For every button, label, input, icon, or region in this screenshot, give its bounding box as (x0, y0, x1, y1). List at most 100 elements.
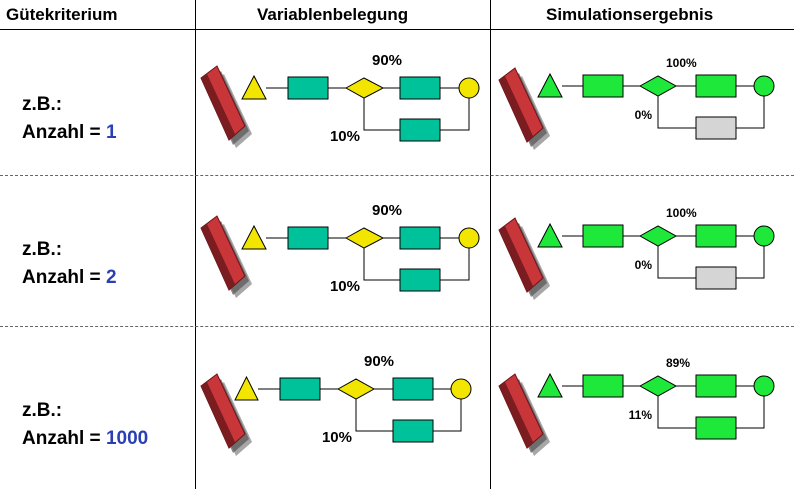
sim-3-lower-percent: 11% (629, 408, 653, 422)
sim-3-branch-connector-out (736, 396, 765, 429)
sim-2-task-1 (582, 224, 624, 248)
header-separator (0, 29, 794, 30)
var-1-sheet-edge (201, 74, 235, 140)
sim-1-task-branch (695, 116, 737, 140)
sim-3-sheet-icon (498, 373, 550, 456)
header-guetekriterium: Gütekriterium (6, 5, 118, 24)
sim-2-branch-connector-in (657, 246, 696, 279)
sim-2-branch-connector-out (736, 246, 765, 279)
row-label-2-line1: z.B.: (22, 239, 63, 260)
sim-3-sheet-face (498, 373, 544, 449)
row-label-2: z.B.: Anzahl = 2 (22, 236, 117, 292)
var-1-sheet-face (200, 65, 246, 141)
sim-2-decision-diamond (638, 225, 678, 247)
sim-1-start-triangle (537, 72, 563, 98)
row-count-1: 1 (105, 122, 117, 143)
sim-3-start-triangle (537, 372, 563, 398)
row-label-3-line1: z.B.: (22, 400, 63, 421)
var-1-start-triangle (241, 74, 267, 100)
row-label-2-prefix: Anzahl = (22, 267, 106, 288)
sim-3-end-circle (753, 375, 775, 397)
var-2-upper-percent: 90% (372, 202, 402, 219)
var-2-task-2 (399, 226, 441, 250)
sim-1-sheet-face (498, 67, 544, 143)
var-1-task-1 (287, 76, 329, 100)
var-3-lower-percent: 10% (322, 429, 352, 446)
sim-3-branch-connector-in (657, 396, 696, 429)
row-label-1-prefix: Anzahl = (22, 122, 106, 143)
sim-3-upper-percent: 89% (666, 356, 690, 370)
var-2-branch-connector-in (363, 248, 400, 281)
sim-2-sheet-icon (498, 217, 550, 300)
var-2-lower-percent: 10% (330, 278, 360, 295)
row-count-2: 2 (105, 267, 117, 288)
header-simulationsergebnis: Simulationsergebnis (546, 5, 714, 24)
var-2-task-1 (287, 226, 329, 250)
var-3-decision-diamond (336, 378, 376, 400)
sim-1-branch-connector-in (657, 96, 696, 129)
sim-3-task-1 (582, 374, 624, 398)
var-2-branch-connector-out (440, 248, 470, 281)
sim-2-lower-percent: 0% (635, 258, 653, 272)
var-1-branch-connector-in (363, 98, 400, 131)
var-1-upper-percent: 90% (372, 52, 402, 69)
sim-diagram-1: 100% 0% (498, 56, 775, 150)
sim-1-lower-percent: 0% (635, 108, 653, 122)
var-3-flow: 90% 10% (234, 353, 472, 446)
var-3-task-branch (392, 419, 434, 443)
var-1-end-circle (458, 77, 480, 99)
row-label-3-prefix: Anzahl = (22, 428, 106, 449)
sim-3-decision-diamond (638, 375, 678, 397)
sim-1-upper-percent: 100% (666, 56, 697, 70)
var-diagram-2: 90% 10% (200, 202, 480, 298)
sim-1-decision-diamond (638, 75, 678, 97)
var-1-task-2 (399, 76, 441, 100)
sim-2-end-circle (753, 225, 775, 247)
sim-3-task-2 (695, 374, 737, 398)
sim-1-branch-connector-out (736, 96, 765, 129)
var-1-flow: 90%10% (241, 52, 480, 145)
sim-2-sheet-edge (499, 226, 533, 292)
sim-1-sheet-edge (499, 76, 533, 142)
var-1-decision-diamond (344, 77, 385, 99)
var-2-flow: 90% 10% (241, 202, 480, 295)
var-3-end-circle (450, 378, 472, 400)
sim-3-sheet-edge (499, 382, 533, 448)
var-2-sheet-edge (201, 224, 235, 290)
var-1-task-branch (399, 118, 441, 142)
row-label-2-line2: Anzahl = 2 (22, 264, 117, 292)
var-2-end-circle (458, 227, 480, 249)
var-3-branch-connector-in (355, 399, 393, 432)
sim-1-flow: 100% 0% (537, 56, 775, 140)
sim-1-task-1 (582, 74, 624, 98)
var-3-start-triangle (234, 375, 259, 401)
var-2-task-branch (399, 268, 441, 292)
row-label-3-line2: Anzahl = 1000 (22, 425, 148, 453)
var-1-branch-connector-out (440, 98, 470, 131)
var-3-branch-connector-out (433, 399, 462, 432)
sim-2-upper-percent: 100% (666, 206, 697, 220)
header-variablenbelegung: Variablenbelegung (257, 5, 409, 24)
row-count-3: 1000 (105, 428, 149, 449)
var-3-sheet-icon (200, 373, 252, 456)
column-divider-1 (195, 0, 196, 489)
var-3-task-1 (279, 377, 321, 401)
var-1-sheet-icon (200, 65, 252, 148)
var-diagram-1: 90%10% (200, 52, 480, 148)
sim-2-flow: 100% 0% (537, 206, 775, 290)
row-label-3: z.B.: Anzahl = 1000 (22, 397, 148, 453)
row-label-1-line2: Anzahl = 1 (22, 119, 117, 147)
sim-3-task-branch (695, 416, 737, 440)
var-3-upper-percent: 90% (364, 353, 394, 370)
sim-diagram-2: 100% 0% (498, 206, 775, 300)
sim-1-sheet-icon (498, 67, 550, 150)
sim-2-start-triangle (537, 222, 563, 248)
var-2-sheet-icon (200, 215, 252, 298)
column-divider-2 (490, 0, 491, 489)
row-separator-2 (0, 326, 794, 327)
sim-3-flow: 89% 11% (537, 356, 775, 440)
sim-1-task-2 (695, 74, 737, 98)
row-label-1-line1: z.B.: (22, 94, 63, 115)
sim-2-task-2 (695, 224, 737, 248)
var-2-sheet-face (200, 215, 246, 291)
